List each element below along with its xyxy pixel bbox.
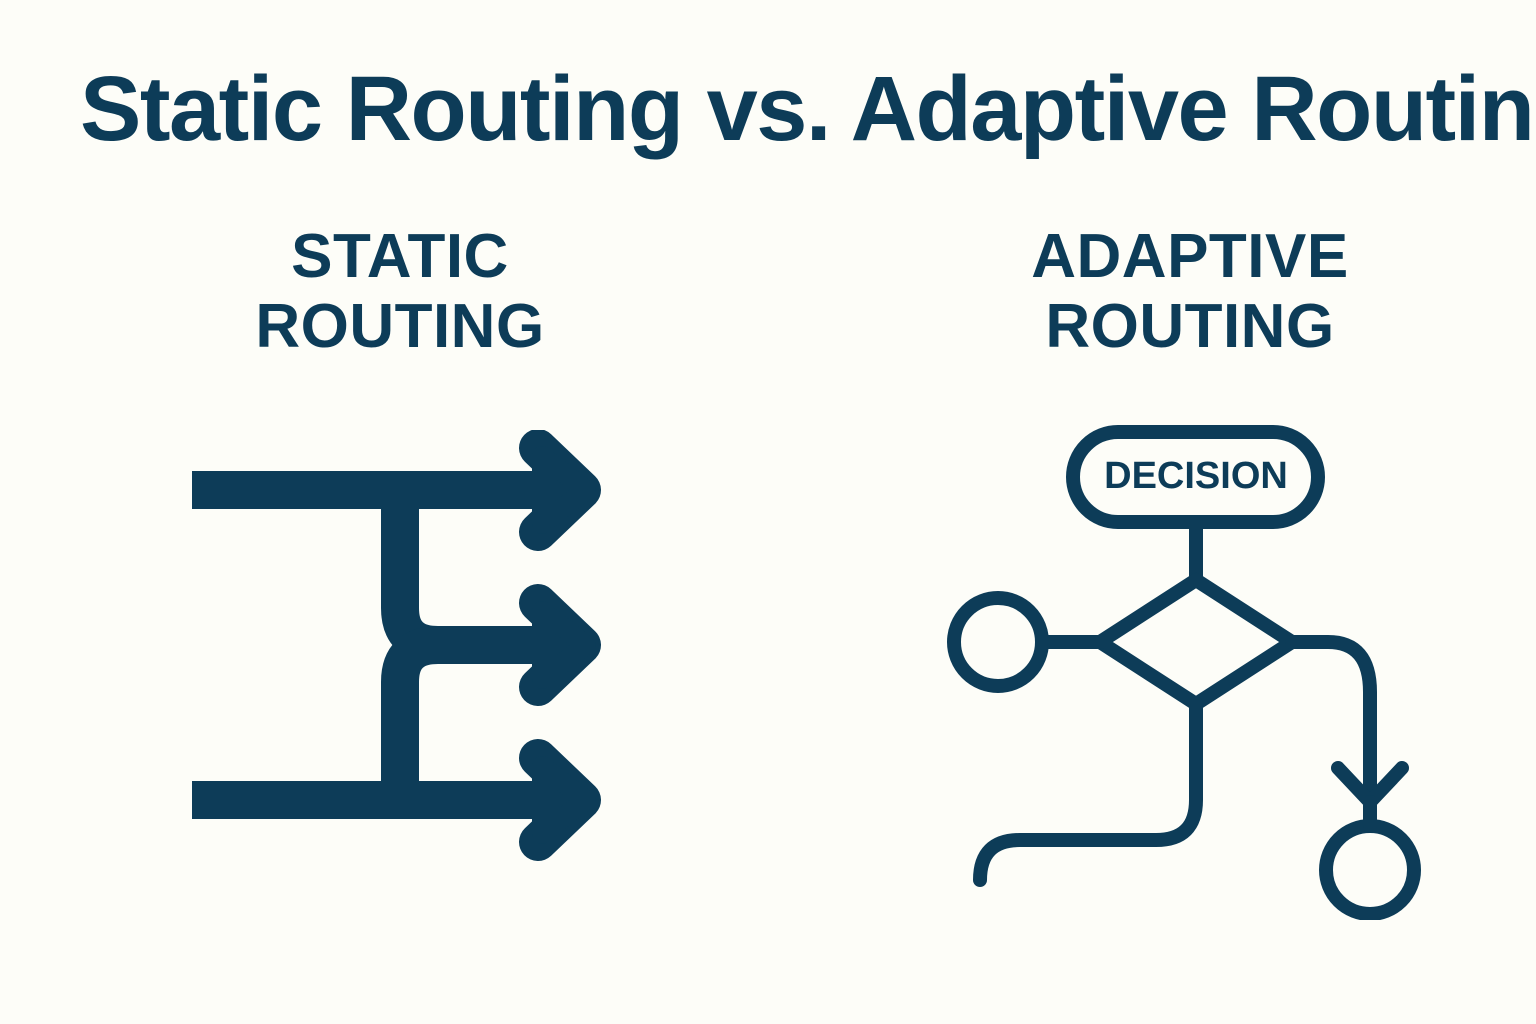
static-bottom-arrow-fill xyxy=(532,756,596,844)
left-circle-node xyxy=(947,591,1049,693)
adaptive-routing-flowchart-icon: DECISION xyxy=(920,400,1460,920)
decision-label: DECISION xyxy=(1104,455,1288,497)
static-top-arrow-fill xyxy=(532,446,596,534)
bottom-branch-path xyxy=(973,697,1203,887)
static-middle-arrow-fill xyxy=(532,601,596,689)
bottom-right-circle-node xyxy=(1319,819,1421,920)
diamond-node xyxy=(1093,573,1299,711)
static-routing-branch-arrows-icon xyxy=(150,430,670,870)
page-title: Static Routing vs. Adaptive Routing xyxy=(80,58,1536,160)
static-routing-heading: STATIC ROUTING xyxy=(255,222,545,361)
static-lower-branch xyxy=(381,626,440,800)
adaptive-routing-heading: ADAPTIVE ROUTING xyxy=(1031,222,1349,361)
static-routing-svg xyxy=(192,430,601,861)
right-branch-path xyxy=(1285,635,1377,805)
adaptive-routing-svg: DECISION xyxy=(947,425,1421,920)
